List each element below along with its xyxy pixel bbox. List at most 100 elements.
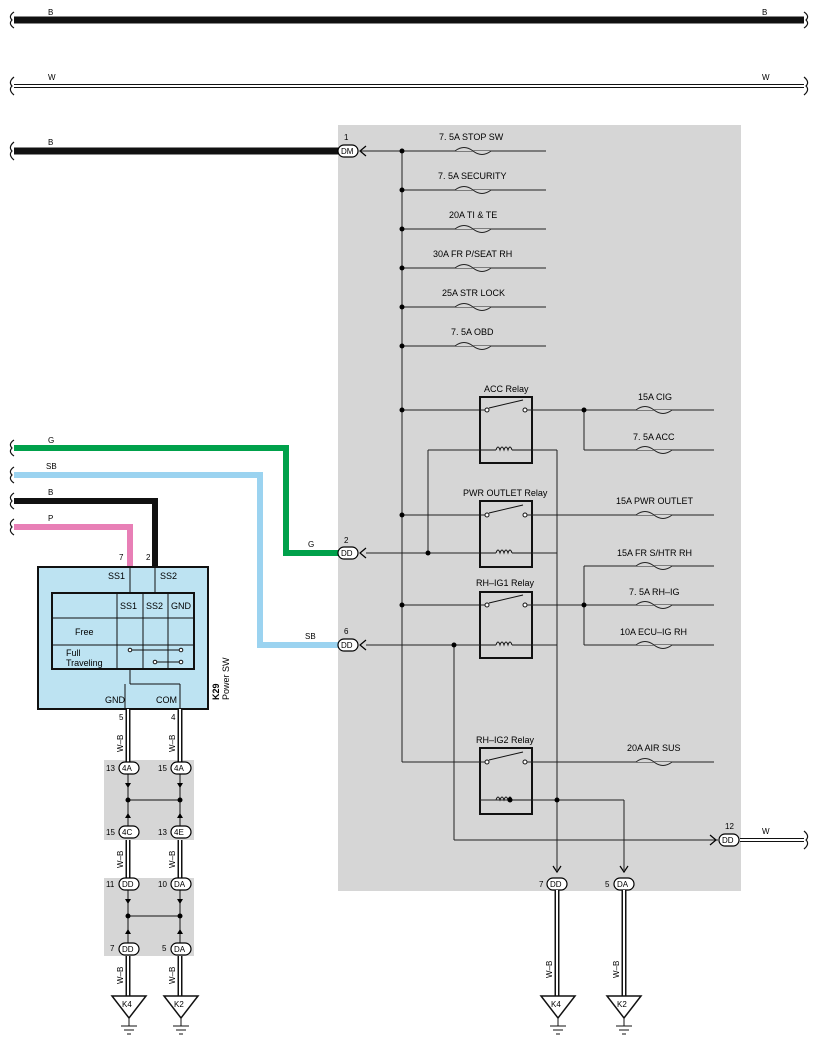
relay-rh-ig1: RH–IG1 Relay xyxy=(476,578,535,659)
harness-wb-4-label: W–B xyxy=(168,851,177,868)
fuse-str-lock-label: 25A STR LOCK xyxy=(442,288,505,298)
fuse-obd-label: 7. 5A OBD xyxy=(451,327,494,337)
relay-pwr-outlet-label: PWR OUTLET Relay xyxy=(463,488,548,498)
connector-11-dd-pin: 11 xyxy=(106,880,115,889)
harness-wb-5-label: W–B xyxy=(116,967,125,984)
connector-dd-7-out-name: DD xyxy=(550,880,562,889)
fuse-cig: 15A CIG xyxy=(635,392,673,414)
fuse-rh-ig: 7. 5A RH–IG xyxy=(629,587,680,609)
fuse-ti-te: 20A TI & TE xyxy=(449,210,497,233)
connector-7-dd-pin: 7 xyxy=(110,944,115,953)
wire-wb-right: W–B W–B xyxy=(545,890,627,996)
connector-dm: 1 DM xyxy=(337,133,367,158)
connector-15-4a-name: 4A xyxy=(174,764,184,773)
wire-g-dd-label: G xyxy=(308,540,314,549)
power-switch-label-com: COM xyxy=(156,695,177,705)
connector-13-4e-name: 4E xyxy=(174,828,184,837)
fuse-acc: 7. 5A ACC xyxy=(633,432,675,454)
fuse-pwr-outlet-label: 15A PWR OUTLET xyxy=(616,496,694,506)
connector-5-da-name: DA xyxy=(174,945,186,954)
top-wire-b-right-label: B xyxy=(762,8,767,17)
fuse-security-label: 7. 5A SECURITY xyxy=(438,171,507,181)
connector-13-4e: 13 4E xyxy=(158,825,192,839)
connector-13-4a-pin: 13 xyxy=(106,764,115,773)
connector-dd-6-name: DD xyxy=(341,641,353,650)
wire-sb: SB SB xyxy=(9,462,340,648)
connector-5-da: 5 DA xyxy=(162,942,192,956)
wire-sb-label: SB xyxy=(46,462,57,471)
connector-da-5-out-pin: 5 xyxy=(605,880,610,889)
dd2-split-dot xyxy=(425,550,431,556)
fuse-cig-label: 15A CIG xyxy=(638,392,672,402)
connector-15-4c: 15 4C xyxy=(106,825,140,839)
connector-dd-7-out: DD 7 xyxy=(539,865,568,891)
harness-pin-com: 4 xyxy=(171,713,176,722)
wire-g-label: G xyxy=(48,436,54,445)
relay-pwr-outlet-wiring xyxy=(366,514,714,554)
top-wire-w-left-label: W xyxy=(48,73,56,82)
connector-dd-12-name: DD xyxy=(722,836,734,845)
harness-lower-internal xyxy=(125,890,183,943)
connector-dm-name: DM xyxy=(341,147,354,156)
connector-dd-2-name: DD xyxy=(341,549,353,558)
ground-left-k4-label: K4 xyxy=(122,1000,132,1009)
fuse-pwr-outlet: 15A PWR OUTLET xyxy=(616,496,694,519)
left-harness-wires: 5 4 W–B W–B W–B W–B W–B W–B xyxy=(116,709,183,996)
connector-dd-12-pin: 12 xyxy=(725,822,734,831)
jb-junction-dots xyxy=(399,148,405,608)
switch-table-header-ss1: SS1 xyxy=(120,601,137,611)
power-switch-label-ss1: SS1 xyxy=(108,571,125,581)
fuse-stop-sw-label: 7. 5A STOP SW xyxy=(439,132,504,142)
ground-left-k4: K4 xyxy=(110,995,148,1035)
relay-acc-label: ACC Relay xyxy=(484,384,529,394)
connector-15-4c-name: 4C xyxy=(122,828,132,837)
ground-left-k2: K2 xyxy=(162,995,200,1035)
wire-sb-dd-label: SB xyxy=(305,632,316,641)
connector-5-da-pin: 5 xyxy=(162,944,167,953)
connector-13-4e-pin: 13 xyxy=(158,828,167,837)
junction-block xyxy=(338,125,741,891)
switch-row-full-1: Full xyxy=(66,648,81,658)
connector-15-4a-pin: 15 xyxy=(158,764,167,773)
ground-right-k4: K4 xyxy=(539,995,577,1035)
ground-right-k4-label: K4 xyxy=(551,1000,561,1009)
connector-10-da: 10 DA xyxy=(158,877,192,891)
wire-p: P xyxy=(9,514,133,567)
switch-row-free: Free xyxy=(75,627,94,637)
harness-wb-2-label: W–B xyxy=(168,735,177,752)
fuse-ecu-ig: 10A ECU–IG RH xyxy=(620,627,687,649)
connector-dd-7-out-pin: 7 xyxy=(539,880,544,889)
ground-left-k2-label: K2 xyxy=(174,1000,184,1009)
connector-15-4c-pin: 15 xyxy=(106,828,115,837)
fuse-ti-te-label: 20A TI & TE xyxy=(449,210,497,220)
connector-da-5-out-name: DA xyxy=(617,880,629,889)
switch-row-full-2: Traveling xyxy=(66,658,103,668)
connector-dd-6: 6 DD xyxy=(337,627,367,652)
fuse-stop-sw: 7. 5A STOP SW xyxy=(439,132,504,155)
harness-wb-1-label: W–B xyxy=(116,735,125,752)
harness-upper-internal xyxy=(125,773,183,826)
connector-7-dd: 7 DD xyxy=(110,942,140,956)
ground-right-k2: K2 xyxy=(605,995,643,1035)
connector-dd-2: 2 DD xyxy=(337,536,367,560)
wire-wb-right-2-label: W–B xyxy=(612,961,621,978)
harness-wb-6-label: W–B xyxy=(168,967,177,984)
fuse-air-sus: 20A AIR SUS xyxy=(627,743,681,766)
ground-right-k2-label: K2 xyxy=(617,1000,627,1009)
wire-p-label: P xyxy=(48,514,53,523)
top-wire-w: W W xyxy=(9,73,809,96)
connector-11-dd-name: DD xyxy=(122,880,134,889)
fuse-acc-label: 7. 5A ACC xyxy=(633,432,675,442)
dd6-split-dot xyxy=(451,642,457,648)
wire-g: G G xyxy=(9,436,340,556)
power-switch-label-gnd: GND xyxy=(105,695,126,705)
wire-wb-right-1-label: W–B xyxy=(545,961,554,978)
wire-b-main-label: B xyxy=(48,138,53,147)
relay-rh-ig2-label: RH–IG2 Relay xyxy=(476,735,535,745)
connector-dd-12: DD 12 W xyxy=(709,822,809,850)
power-switch: 7 2 SS1 SS2 SS1 SS2 GND Free Full Travel… xyxy=(37,553,231,710)
top-wire-b: B B xyxy=(9,8,809,29)
power-switch-label-ss2: SS2 xyxy=(160,571,177,581)
rh-ig1-split-dot xyxy=(581,602,587,608)
